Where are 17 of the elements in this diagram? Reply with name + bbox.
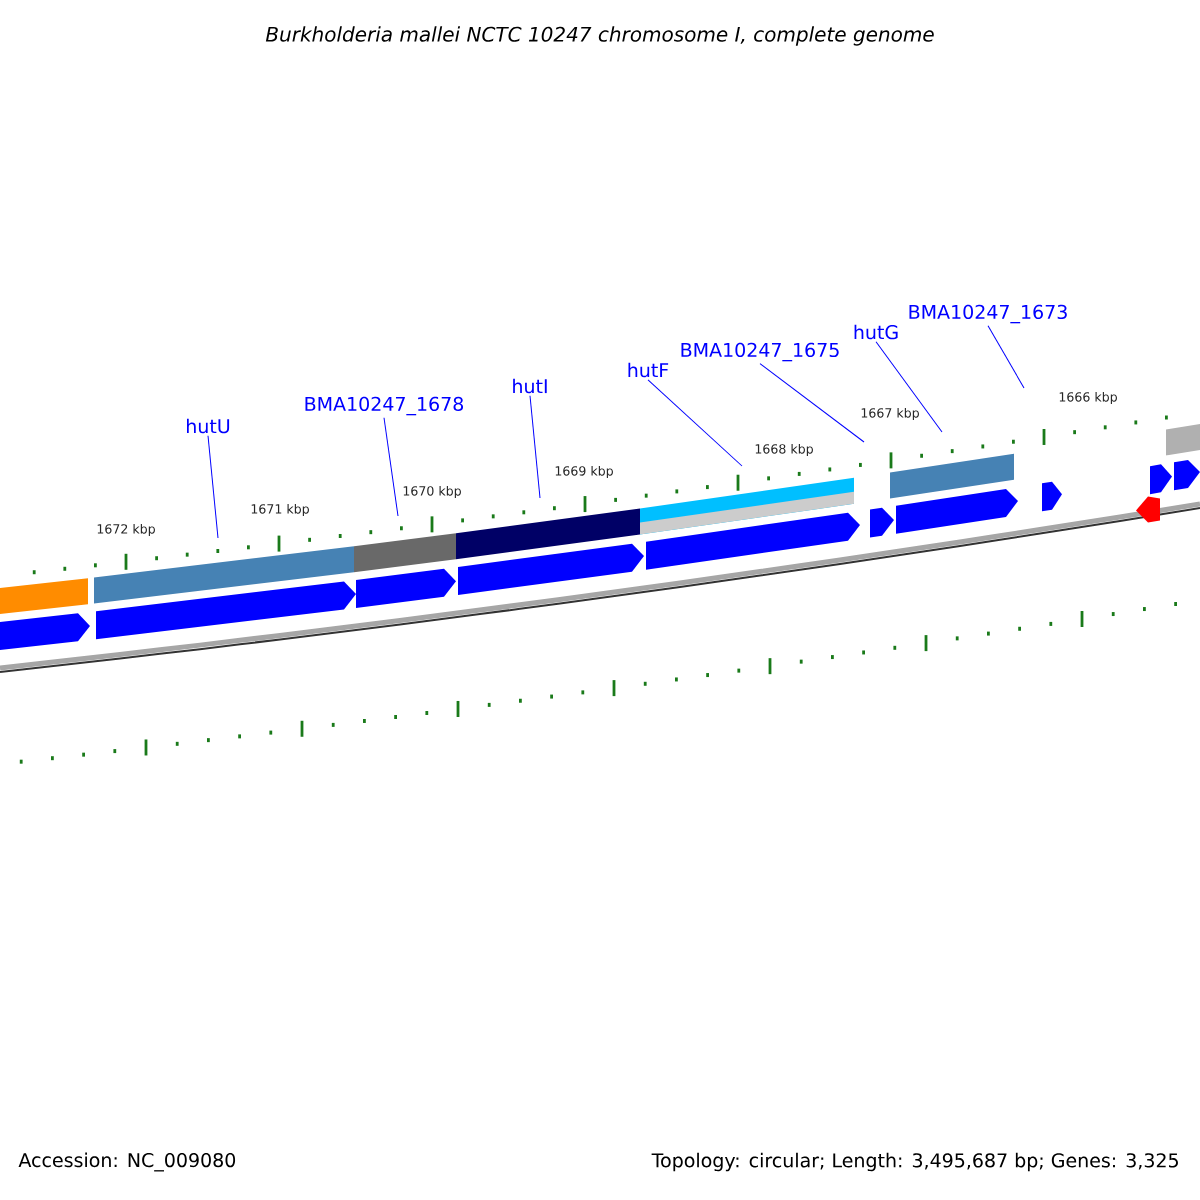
- gene-label: BMA10247_1675: [681, 342, 839, 362]
- leader-line: [529, 395, 541, 499]
- leader-line: [875, 341, 943, 433]
- leader-line: [647, 379, 743, 467]
- gene-label: hutG: [854, 324, 898, 340]
- title: Burkholderia mallei NCTC 10247 chromosome I, complete genome: [265, 26, 934, 46]
- leader-line: [207, 435, 219, 539]
- leader-line: [383, 417, 399, 517]
- gene-label: hutI: [513, 378, 547, 394]
- gene-label: hutU: [187, 418, 230, 434]
- leader-line: [759, 363, 865, 443]
- gene-label: hutF: [628, 362, 669, 378]
- footer-text: Topology: circular; Length: 3,495,687 bp; Genes: 3,325: [651, 1152, 1178, 1172]
- gene-label: BMA10247_1673: [909, 304, 1067, 324]
- gene-label: BMA10247_1678: [305, 396, 464, 416]
- leader-line: [987, 325, 1025, 389]
- footer-text: Accession: NC_009080: [18, 1152, 236, 1172]
